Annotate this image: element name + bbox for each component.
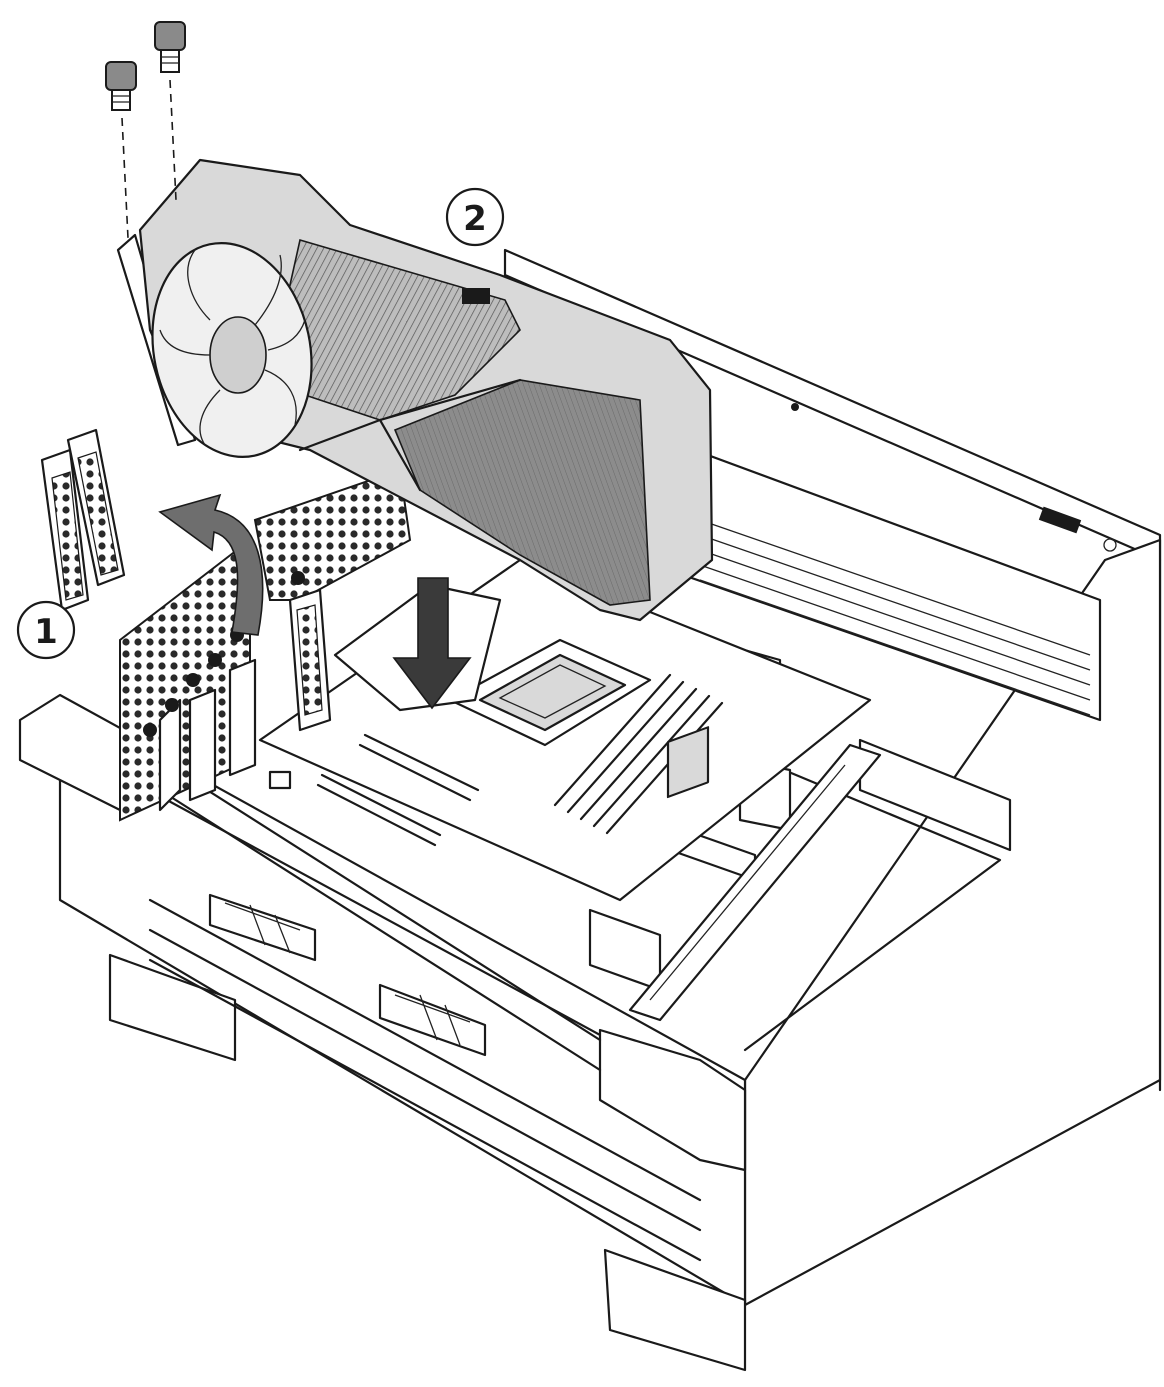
logo-badge (1038, 506, 1082, 534)
graphics-card (116, 158, 714, 622)
callout-step-1-label: 1 (34, 612, 58, 652)
callout-step-2-label: 2 (463, 199, 487, 239)
screw-guide-lines (121, 79, 177, 239)
gpu-power-connector (462, 288, 490, 304)
front-handle-right (598, 1028, 747, 1172)
callout-step-1: 1 (16, 600, 76, 660)
cpu-socket (448, 638, 652, 747)
ram-slots (553, 673, 724, 835)
side-vent-slots (699, 519, 1091, 716)
callout-step-2: 2 (445, 187, 505, 247)
removed-slot-covers (40, 428, 126, 612)
power-connector (666, 726, 710, 799)
curved-arrow-up-icon (158, 493, 264, 636)
arrow-down-icon (392, 577, 472, 710)
thumbscrew-icon (105, 21, 186, 111)
pcie-bracket-area (119, 468, 412, 822)
gpu-fan (151, 242, 313, 458)
pcie-slots (316, 733, 480, 847)
pc-case (18, 248, 1162, 1372)
